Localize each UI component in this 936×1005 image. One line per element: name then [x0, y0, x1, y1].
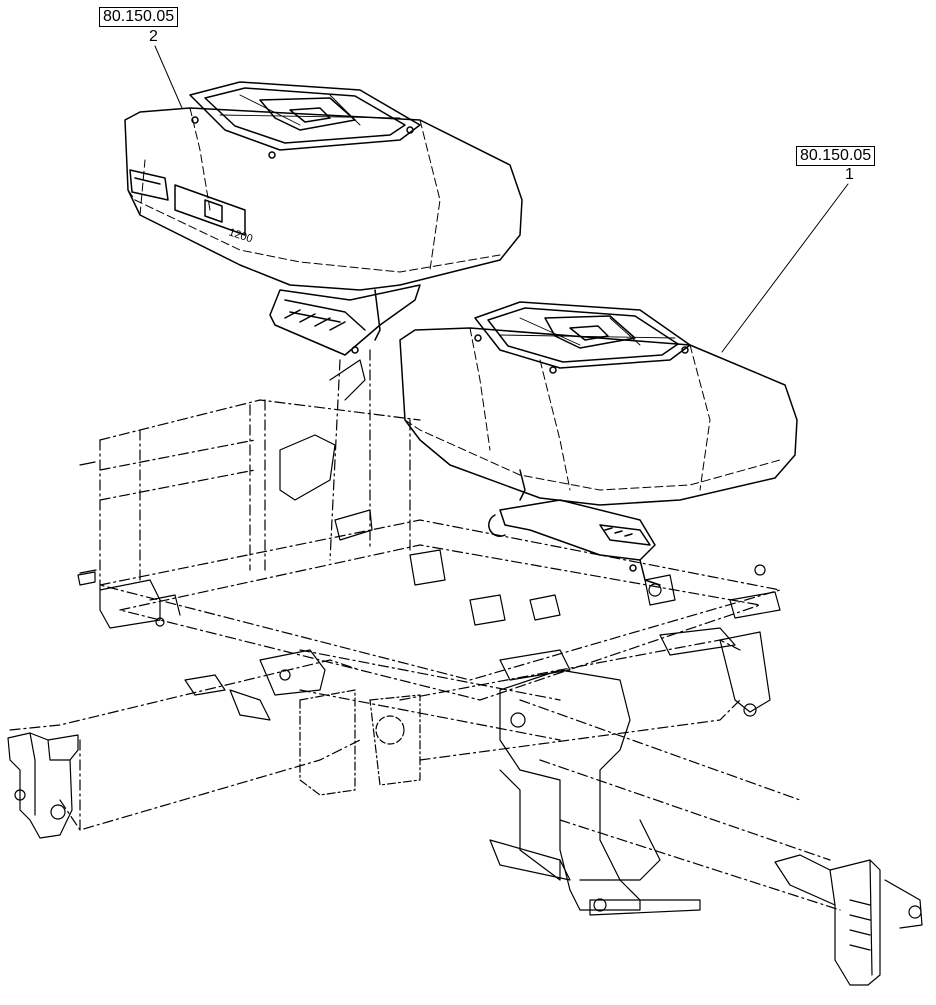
leader-line-1	[721, 183, 849, 353]
callout-ref-box[interactable]: 80.150.05	[99, 7, 179, 27]
right-front-beam-end	[774, 854, 923, 986]
leader-line-2	[154, 45, 183, 109]
main-frame	[9, 349, 841, 911]
center-hitch-tower	[489, 669, 701, 916]
callout-ref-box[interactable]: 80.150.05	[796, 146, 876, 166]
hopper-2-support	[279, 359, 373, 541]
hopper-model-label: 1200	[227, 226, 254, 245]
right-frame-details	[409, 549, 781, 717]
left-frame-details	[77, 461, 421, 796]
leader-lines	[154, 45, 849, 353]
callout-item-number: 1	[845, 166, 854, 183]
hopper-1	[399, 301, 798, 586]
hopper-2: 1200	[124, 81, 523, 356]
left-beam-end-bracket	[7, 732, 79, 839]
callout-item-number: 2	[149, 28, 158, 45]
